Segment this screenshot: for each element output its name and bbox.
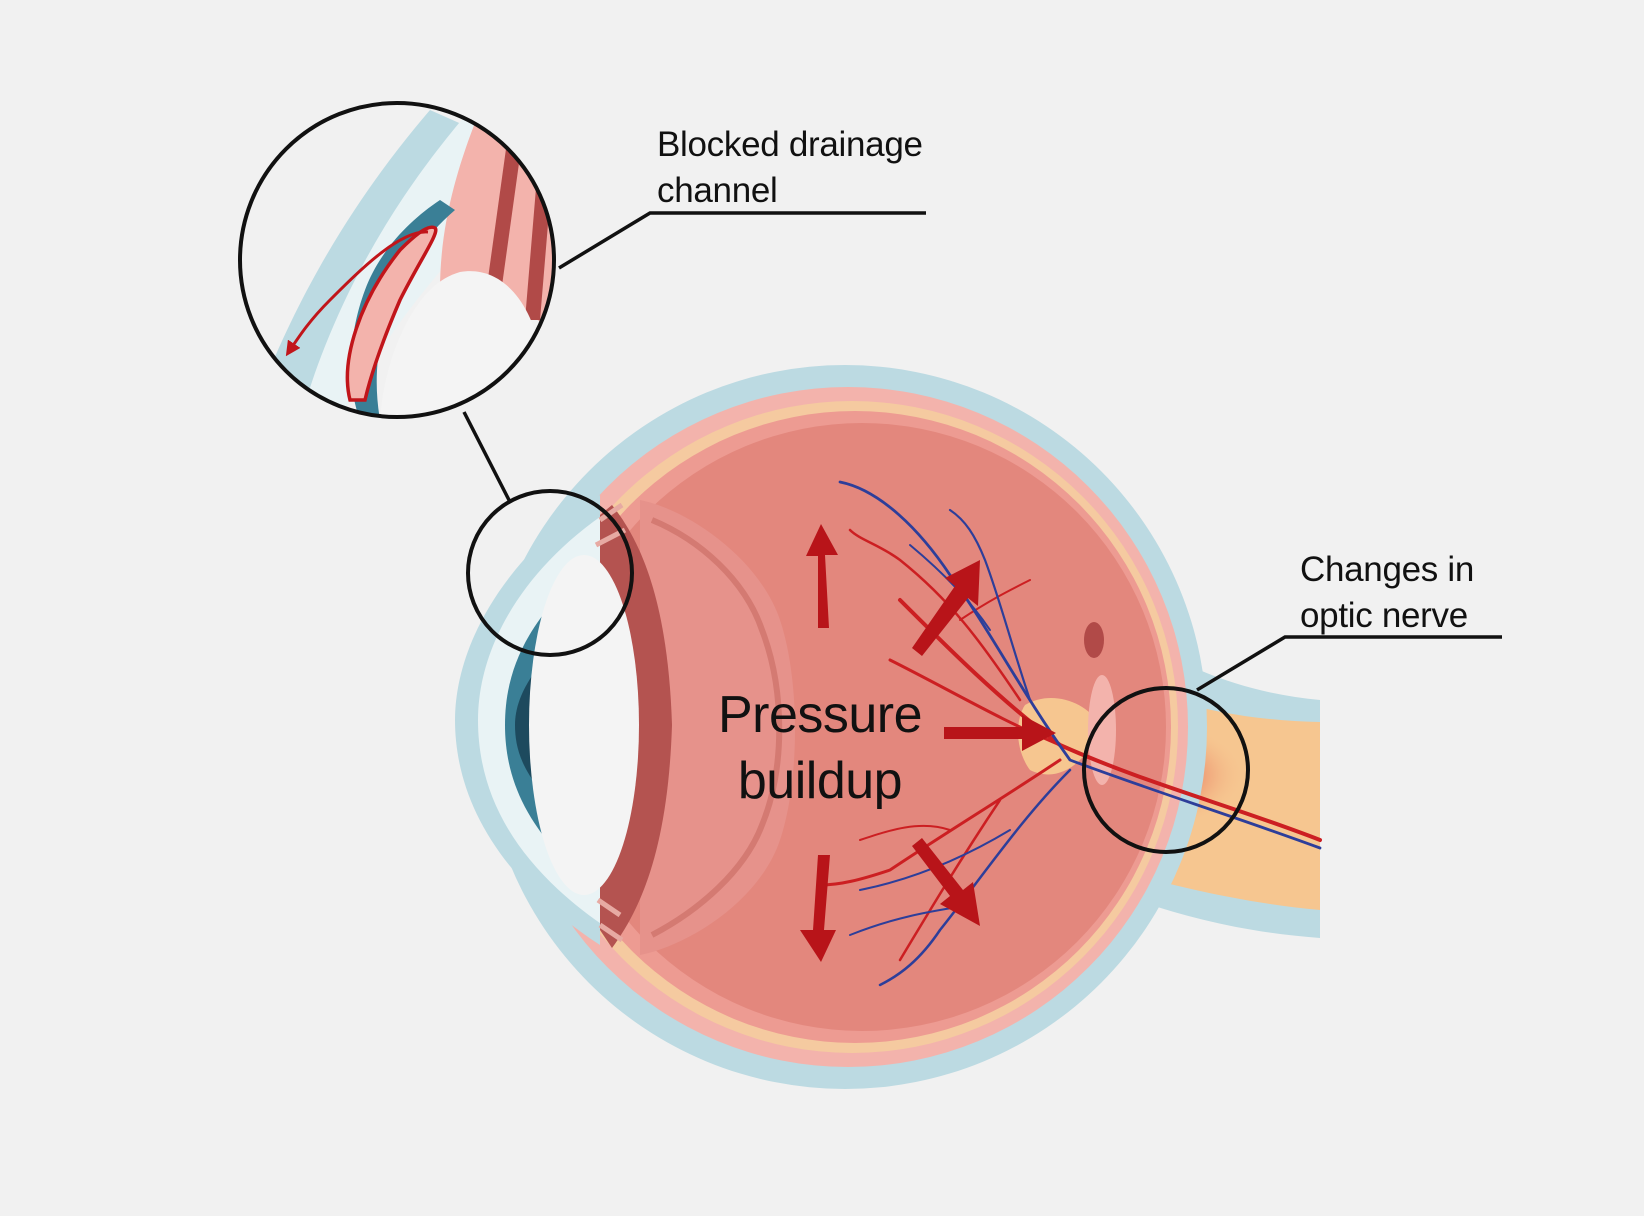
- pressure-arrow-icon: [944, 715, 1056, 751]
- optic-nerve-line-2: optic nerve: [1300, 596, 1468, 635]
- pressure-arrows: [800, 524, 1056, 962]
- pressure-arrow-icon: [806, 524, 838, 628]
- blocked-drainage-label: Blocked drainage channel: [657, 122, 923, 214]
- pressure-arrow-icon: [912, 838, 980, 926]
- pressure-buildup-label: Pressure buildup: [700, 682, 940, 814]
- pressure-arrow-icon: [800, 855, 836, 962]
- lens: [529, 555, 639, 895]
- optic-nerve-callout-circle: [1082, 686, 1250, 854]
- pressure-line-2: buildup: [737, 752, 903, 810]
- blocked-drainage-line-1: Blocked drainage: [657, 125, 923, 164]
- blocked-drainage-line-2: channel: [657, 171, 778, 210]
- zoom-circle-icon: [238, 101, 556, 419]
- blood-vessels: [818, 480, 1322, 987]
- drainage-callout-circle: [466, 489, 634, 657]
- pressure-line-1: Pressure: [717, 686, 923, 744]
- eyeball: [455, 365, 1207, 1089]
- optic-nerve-line-1: Changes in: [1300, 550, 1475, 589]
- pressure-arrow-icon: [912, 560, 980, 656]
- callout-lines: [462, 211, 1502, 692]
- optic-nerve-label: Changes in optic nerve: [1300, 547, 1474, 639]
